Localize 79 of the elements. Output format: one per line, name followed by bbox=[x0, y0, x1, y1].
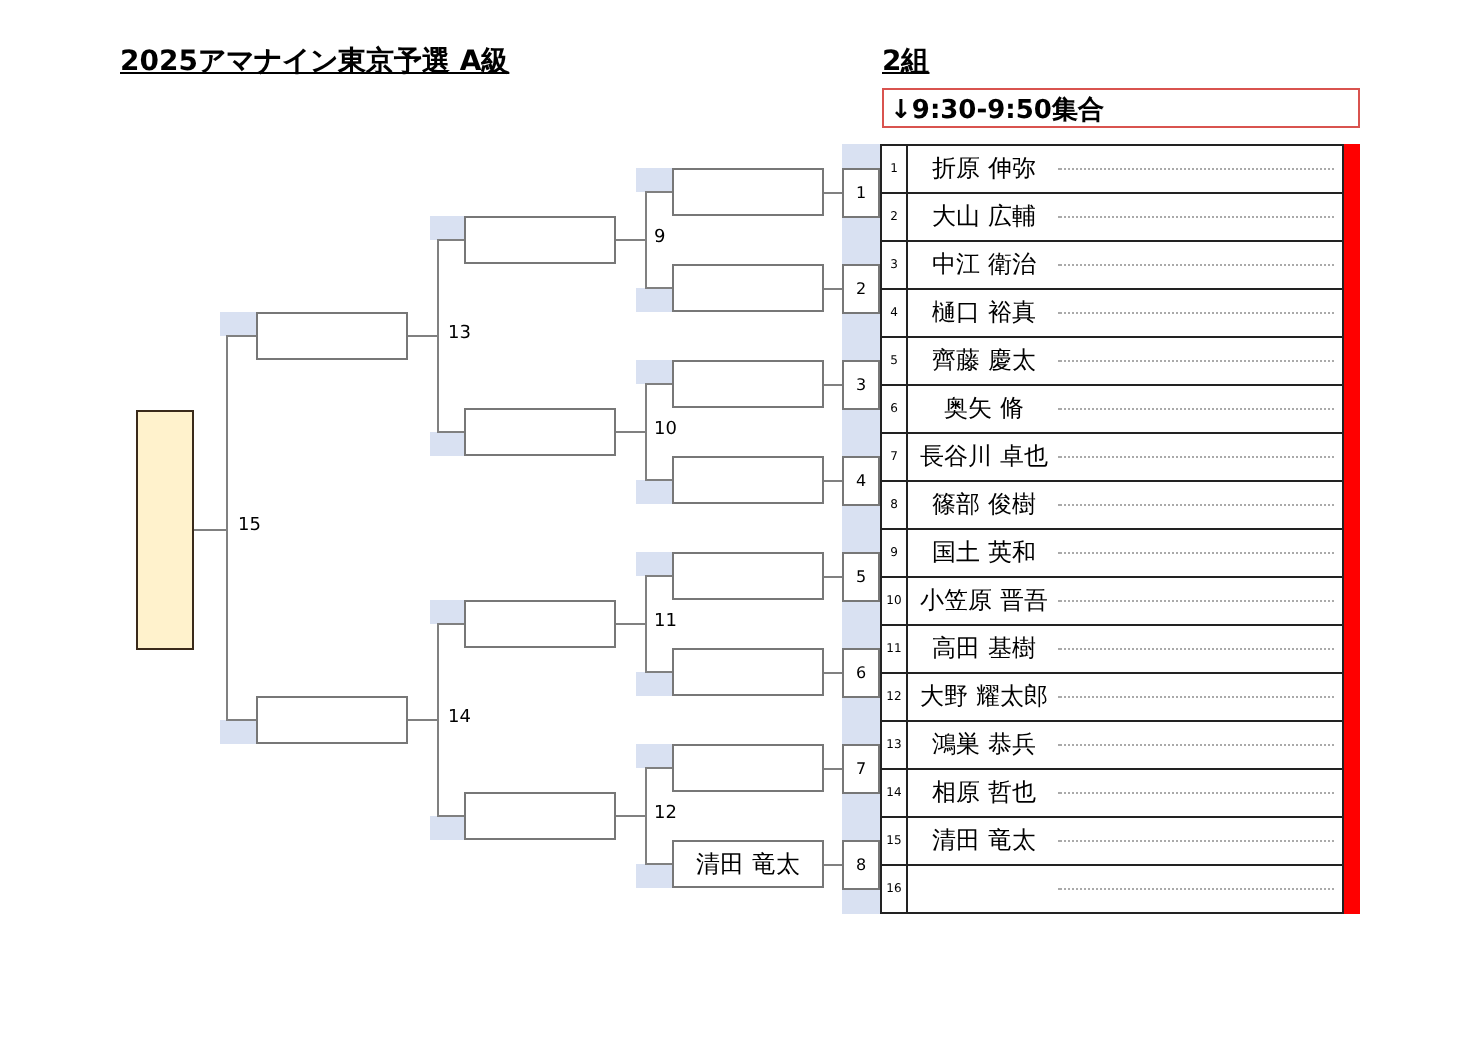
player-row bbox=[880, 528, 1344, 578]
player-row bbox=[880, 624, 1344, 674]
empty-winner-slot bbox=[464, 792, 616, 840]
empty-winner-slot bbox=[464, 216, 616, 264]
empty-winner-slot bbox=[672, 648, 824, 696]
bracket-line bbox=[823, 480, 843, 482]
assembly-time-banner: ↓9:30-9:50集合 bbox=[882, 88, 1360, 128]
match-number-box: 7 bbox=[842, 744, 880, 794]
player-name: 清田 竜太 bbox=[930, 824, 1038, 858]
player-row bbox=[880, 576, 1344, 626]
empty-winner-slot bbox=[672, 744, 824, 792]
bracket-line bbox=[193, 529, 257, 721]
bracket-line bbox=[407, 719, 465, 817]
match-number: 11 bbox=[654, 612, 677, 632]
champion-slot bbox=[136, 410, 194, 650]
player-row bbox=[880, 816, 1344, 866]
player-name: 高田 基樹 bbox=[930, 632, 1038, 666]
player-name: 長谷川 卓也 bbox=[918, 440, 1050, 474]
player-row bbox=[880, 336, 1344, 386]
match-number: 12 bbox=[654, 804, 677, 824]
empty-winner-slot bbox=[464, 408, 616, 456]
empty-winner-slot bbox=[256, 312, 408, 360]
player-row bbox=[880, 768, 1344, 818]
player-name: 大野 耀太郎 bbox=[918, 680, 1050, 714]
player-name: 奥矢 脩 bbox=[942, 392, 1026, 426]
bracket-line bbox=[823, 576, 843, 578]
player-name: 樋口 裕真 bbox=[930, 296, 1038, 330]
empty-winner-slot bbox=[256, 696, 408, 744]
match-number-box: 5 bbox=[842, 552, 880, 602]
bracket-line bbox=[407, 335, 465, 433]
match-number-box: 4 bbox=[842, 456, 880, 506]
player-name: 相原 哲也 bbox=[930, 776, 1038, 810]
player-name: 小笠原 晋吾 bbox=[918, 584, 1050, 618]
bracket-line bbox=[615, 623, 673, 673]
empty-winner-slot bbox=[672, 552, 824, 600]
bracket-line bbox=[615, 239, 673, 289]
player-name: 齊藤 慶太 bbox=[930, 344, 1038, 378]
page-title: 2025アマナイン東京予選 A級 bbox=[120, 44, 510, 80]
match-number: 15 bbox=[238, 516, 261, 536]
player-row bbox=[880, 480, 1344, 530]
player-row bbox=[880, 144, 1344, 194]
player-row bbox=[880, 720, 1344, 770]
match-number: 10 bbox=[654, 420, 677, 440]
player-name: 国土 英和 bbox=[930, 536, 1038, 570]
group-heading: 2組 bbox=[882, 44, 930, 80]
match-number-box: 1 bbox=[842, 168, 880, 218]
empty-winner-slot bbox=[672, 168, 824, 216]
match-number-box: 3 bbox=[842, 360, 880, 410]
player-row bbox=[880, 240, 1344, 290]
empty-winner-slot bbox=[672, 456, 824, 504]
player-row bbox=[880, 864, 1344, 914]
player-name: 篠部 俊樹 bbox=[930, 488, 1038, 522]
player-name: 鴻巣 恭兵 bbox=[930, 728, 1038, 762]
match-number-box: 8 bbox=[842, 840, 880, 890]
empty-winner-slot bbox=[464, 600, 616, 648]
player-row bbox=[880, 384, 1344, 434]
player-name: 折原 伸弥 bbox=[930, 152, 1038, 186]
match-number: 13 bbox=[448, 324, 471, 344]
match-number: 14 bbox=[448, 708, 471, 728]
bracket-line bbox=[823, 384, 843, 386]
match-number-box: 2 bbox=[842, 264, 880, 314]
match-number: 9 bbox=[654, 228, 666, 248]
bracket-line bbox=[823, 672, 843, 674]
player-name: 中江 衛治 bbox=[930, 248, 1038, 282]
player-row bbox=[880, 288, 1344, 338]
player-name: 大山 広輔 bbox=[930, 200, 1038, 234]
player-row bbox=[880, 192, 1344, 242]
player-row bbox=[880, 672, 1344, 722]
match-number-box: 6 bbox=[842, 648, 880, 698]
winner-slot: 清田 竜太 bbox=[672, 840, 824, 888]
bracket-line bbox=[823, 768, 843, 770]
bracket-line bbox=[823, 192, 843, 194]
empty-winner-slot bbox=[672, 264, 824, 312]
bracket-line bbox=[615, 431, 673, 481]
empty-winner-slot bbox=[672, 360, 824, 408]
bracket-line bbox=[823, 864, 843, 866]
bracket-line bbox=[615, 815, 673, 865]
bracket-line bbox=[823, 288, 843, 290]
player-row bbox=[880, 432, 1344, 482]
